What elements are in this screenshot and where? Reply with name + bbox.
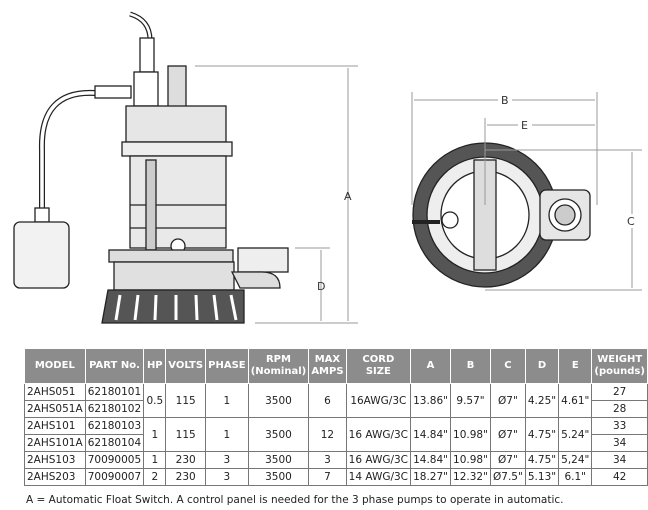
column-header: RPM (Nominal)	[247, 348, 310, 384]
table-cell: Ø7"	[489, 417, 526, 452]
table-cell: 4.25"	[524, 383, 560, 418]
table-cell: 115	[165, 417, 207, 452]
dimension-e-label: E	[521, 119, 528, 132]
table-cell: 42	[591, 468, 648, 486]
table-cell: 27	[591, 383, 648, 401]
table-cell: 18.27"	[410, 468, 452, 486]
table-cell: 62180101	[84, 383, 145, 401]
pump-side-view	[13, 11, 289, 324]
column-header: VOLTS	[165, 348, 207, 384]
pump-dimension-drawing: A D B E C	[13, 11, 642, 324]
table-cell: 62180104	[84, 434, 145, 452]
dimension-b-label: B	[501, 94, 509, 107]
table-cell: Ø7"	[489, 451, 526, 469]
pump-top-view	[412, 142, 591, 288]
table-cell: 115	[165, 383, 207, 418]
column-header: D	[524, 348, 560, 384]
table-cell: 33	[591, 417, 648, 435]
table-cell: 16 AWG/3C	[345, 417, 412, 452]
table-cell: 13.86"	[410, 383, 452, 418]
column-header: MAX AMPS	[308, 348, 347, 384]
table-cell: 230	[165, 451, 207, 469]
table-cell: 3	[205, 451, 249, 469]
table-cell: 3500	[247, 468, 310, 486]
table-cell: 10.98"	[450, 451, 491, 469]
column-header: WEIGHT (pounds)	[591, 348, 648, 384]
column-header: A	[410, 348, 452, 384]
column-header: CORD SIZE	[345, 348, 412, 384]
table-cell: 4.61"	[558, 383, 593, 418]
table-cell: 3500	[247, 451, 310, 469]
table-cell: Ø7.5"	[489, 468, 526, 486]
dimension-lines	[195, 65, 642, 324]
table-cell: 70090005	[84, 451, 145, 469]
column-header: PART No.	[84, 348, 145, 384]
table-cell: 14.84"	[410, 451, 452, 469]
table-cell: 2AHS203	[24, 468, 86, 486]
table-cell: 16AWG/3C	[345, 383, 412, 418]
column-header: PHASE	[205, 348, 249, 384]
table-cell: 16 AWG/3C	[345, 451, 412, 469]
table-cell: Ø7"	[489, 383, 526, 418]
table-cell: 34	[591, 434, 648, 452]
table-cell: 5.24"	[558, 417, 593, 452]
table-cell: 5,24"	[558, 451, 593, 469]
footnote: A = Automatic Float Switch. A control pa…	[26, 494, 564, 506]
table-cell: 2AHS101A	[24, 434, 86, 452]
table-cell: 9.57"	[450, 383, 491, 418]
column-header: B	[450, 348, 491, 384]
table-cell: 1	[143, 417, 167, 452]
table-cell: 28	[591, 400, 648, 418]
table-cell: 0.5	[143, 383, 167, 418]
table-cell: 3	[205, 468, 249, 486]
table-cell: 14.84"	[410, 417, 452, 452]
dimension-a-label: A	[344, 190, 352, 203]
table-cell: 6	[308, 383, 347, 418]
column-header: C	[489, 348, 526, 384]
table-cell: 4.75"	[524, 417, 560, 452]
table-cell: 12	[308, 417, 347, 452]
dimension-d-label: D	[317, 280, 325, 293]
table-cell: 6.1"	[558, 468, 593, 486]
table-cell: 5.13"	[524, 468, 560, 486]
table-cell: 3	[308, 451, 347, 469]
column-header: E	[558, 348, 593, 384]
table-cell: 1	[143, 451, 167, 469]
table-cell: 4.75"	[524, 451, 560, 469]
table-cell: 230	[165, 468, 207, 486]
table-cell: 12.32"	[450, 468, 491, 486]
table-cell: 62180102	[84, 400, 145, 418]
table-cell: 7	[308, 468, 347, 486]
table-cell: 3500	[247, 417, 310, 452]
table-cell: 1	[205, 383, 249, 418]
table-cell: 14 AWG/3C	[345, 468, 412, 486]
dimension-c-label: C	[627, 215, 635, 228]
table-cell: 1	[205, 417, 249, 452]
table-cell: 2AHS103	[24, 451, 86, 469]
table-cell: 2AHS051	[24, 383, 86, 401]
table-cell: 62180103	[84, 417, 145, 435]
table-cell: 34	[591, 451, 648, 469]
table-cell: 10.98"	[450, 417, 491, 452]
table-cell: 2	[143, 468, 167, 486]
table-cell: 2AHS051A	[24, 400, 86, 418]
table-cell: 3500	[247, 383, 310, 418]
column-header: HP	[143, 348, 167, 384]
column-header: MODEL	[24, 348, 86, 384]
table-cell: 70090007	[84, 468, 145, 486]
table-cell: 2AHS101	[24, 417, 86, 435]
